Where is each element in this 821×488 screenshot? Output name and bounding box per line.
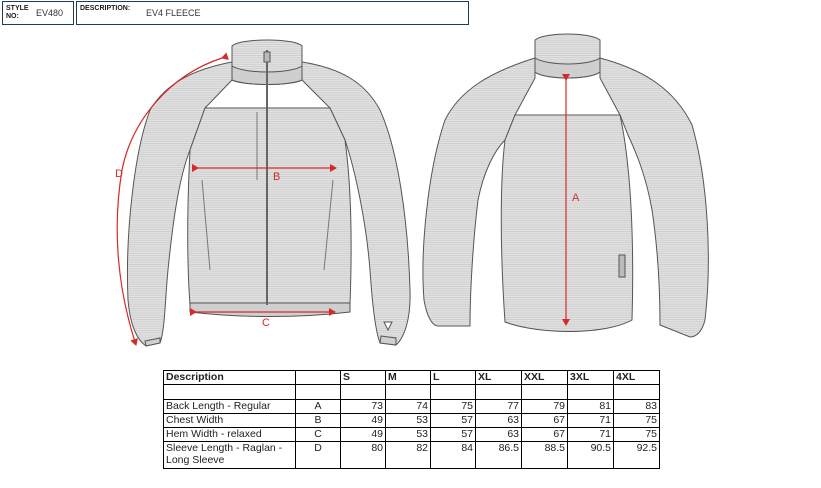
size-spec-table: Description S M L XL XXL 3XL 4XL Back Le… xyxy=(163,370,660,469)
row-description: Chest Width xyxy=(163,413,296,428)
measure-b-label: B xyxy=(273,171,280,183)
value-s: 49 xyxy=(340,427,386,442)
front-body xyxy=(187,107,352,306)
back-collar-band xyxy=(534,57,601,79)
zipper-pull xyxy=(263,51,271,63)
style-no-label: STYLE NO: xyxy=(6,5,29,20)
style-no-value: EV480 xyxy=(36,8,64,18)
right-cuff xyxy=(379,335,397,346)
value-m: 53 xyxy=(385,427,431,442)
back-left-sleeve xyxy=(422,57,536,327)
col-description: Description xyxy=(163,370,296,385)
value-s: 49 xyxy=(340,413,386,428)
col-l: L xyxy=(430,370,476,385)
measure-d-label: D xyxy=(115,168,123,180)
description-box: DESCRIPTION: EV4 FLEECE xyxy=(76,1,469,25)
value-xxl: 79 xyxy=(521,399,568,414)
measure-a-label: A xyxy=(572,192,580,204)
style-no-box: STYLE NO: EV480 xyxy=(2,1,74,25)
row-code: D xyxy=(295,441,341,469)
back-right-sleeve xyxy=(599,57,709,338)
value-m: 53 xyxy=(385,413,431,428)
value-3xl: 71 xyxy=(567,427,614,442)
row-code: B xyxy=(295,413,341,428)
col-code xyxy=(295,370,341,385)
col-m: M xyxy=(385,370,431,385)
col-4xl: 4XL xyxy=(613,370,660,385)
value-3xl: 90.5 xyxy=(567,441,614,469)
col-s: S xyxy=(340,370,386,385)
measure-d-line xyxy=(116,52,229,346)
value-xxl: 88.5 xyxy=(521,441,568,469)
back-body xyxy=(500,114,634,332)
row-code: C xyxy=(295,427,341,442)
row-description: Hem Width - relaxed xyxy=(163,427,296,442)
right-side-pocket xyxy=(323,179,334,271)
value-l: 57 xyxy=(430,413,476,428)
table-row: Back Length - Regular A 73 74 75 77 79 8… xyxy=(163,399,660,414)
col-xxl: XXL xyxy=(521,370,568,385)
table-header-row: Description S M L XL XXL 3XL 4XL xyxy=(163,370,660,385)
measure-c-label: C xyxy=(262,317,270,329)
row-code: A xyxy=(295,399,341,414)
front-right-sleeve xyxy=(301,61,411,346)
description-label: DESCRIPTION: xyxy=(80,5,131,12)
description-value: EV4 FLEECE xyxy=(146,8,201,18)
value-s: 73 xyxy=(340,399,386,414)
value-l: 75 xyxy=(430,399,476,414)
value-xl: 63 xyxy=(475,413,522,428)
value-xl: 86.5 xyxy=(475,441,522,469)
value-4xl: 92.5 xyxy=(613,441,660,469)
back-label-tab xyxy=(618,254,626,278)
value-l: 57 xyxy=(430,427,476,442)
value-xxl: 67 xyxy=(521,413,568,428)
value-4xl: 75 xyxy=(613,427,660,442)
front-view xyxy=(126,39,411,347)
cuff-logo-icon xyxy=(383,321,393,332)
value-4xl: 75 xyxy=(613,413,660,428)
value-3xl: 81 xyxy=(567,399,614,414)
table-row: Sleeve Length - Raglan - Long Sleeve D 8… xyxy=(163,441,660,469)
value-xl: 63 xyxy=(475,427,522,442)
garment-technical-drawing: A B C D xyxy=(115,33,709,347)
col-xl: XL xyxy=(475,370,522,385)
value-m: 74 xyxy=(385,399,431,414)
table-row: Hem Width - relaxed C 49 53 57 63 67 71 … xyxy=(163,427,660,442)
value-xl: 77 xyxy=(475,399,522,414)
value-m: 82 xyxy=(385,441,431,469)
row-description: Sleeve Length - Raglan - Long Sleeve xyxy=(163,441,296,469)
col-3xl: 3XL xyxy=(567,370,614,385)
value-s: 80 xyxy=(340,441,386,469)
back-view xyxy=(422,33,709,338)
row-description: Back Length - Regular xyxy=(163,399,296,414)
front-hem-band xyxy=(189,302,351,317)
table-spacer-row xyxy=(163,384,660,400)
value-3xl: 71 xyxy=(567,413,614,428)
measurements xyxy=(116,52,570,346)
value-4xl: 83 xyxy=(613,399,660,414)
value-xxl: 67 xyxy=(521,427,568,442)
value-l: 84 xyxy=(430,441,476,469)
table-row: Chest Width B 49 53 57 63 67 71 75 xyxy=(163,413,660,428)
